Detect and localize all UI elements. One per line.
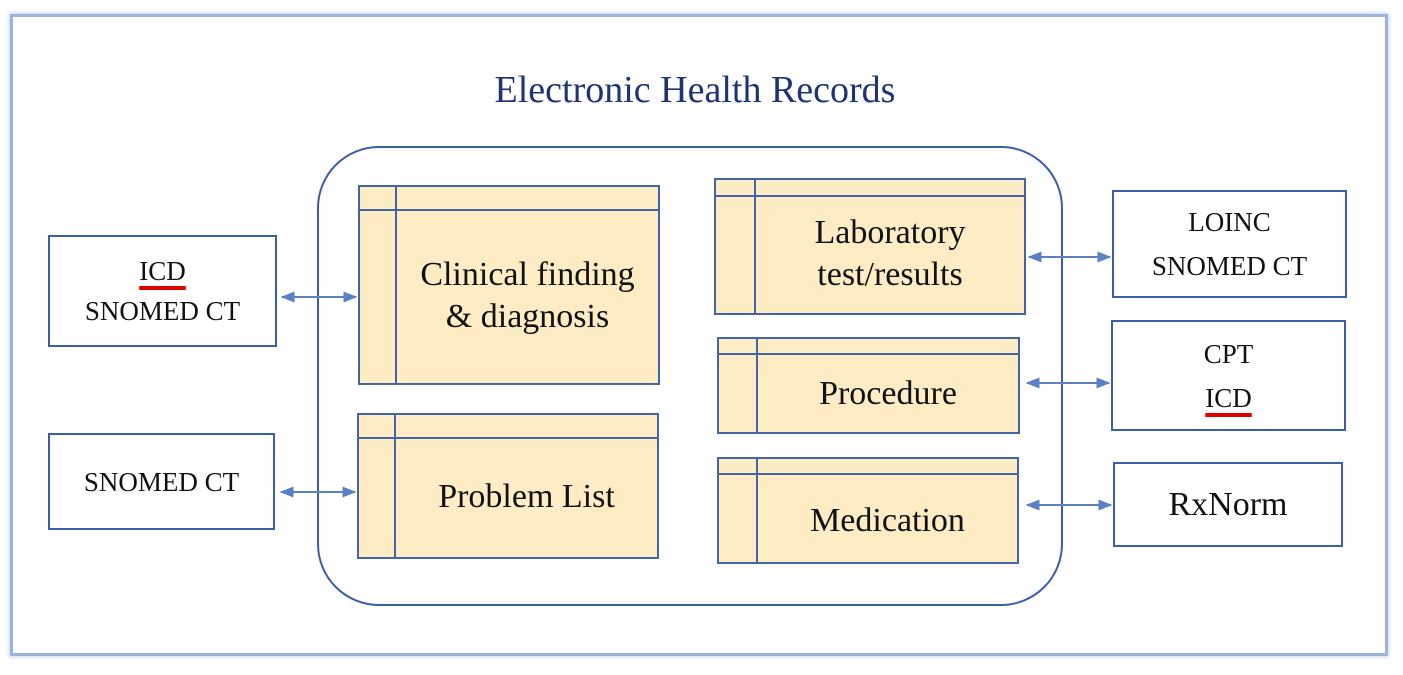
code-snomed-ct: SNOMED CT: [84, 296, 241, 326]
section-procedure-label: Procedure: [819, 374, 957, 412]
ehr-container: [317, 146, 1063, 606]
code-snomed-ct: SNOMED CT: [83, 466, 240, 497]
section-medication: Medication: [717, 457, 1019, 564]
section-problem-list: Problem List: [357, 413, 659, 559]
section-laboratory: Laboratory test/results: [714, 178, 1026, 315]
code-snomed-ct: SNOMED CT: [1151, 251, 1308, 281]
code-icd: ICD: [139, 256, 186, 286]
code-cpt: CPT: [1203, 338, 1254, 369]
section-procedure: Procedure: [717, 337, 1020, 434]
codes-clinical: ICD SNOMED CT: [48, 235, 277, 347]
section-medication-label: Medication: [810, 501, 965, 539]
code-loinc: LOINC: [1188, 207, 1271, 237]
section-clinical-finding: Clinical finding & diagnosis: [358, 185, 660, 385]
codes-problem-list: SNOMED CT: [48, 433, 275, 530]
diagram-title: Electronic Health Records: [494, 69, 896, 111]
section-laboratory-label: Laboratory test/results: [814, 214, 966, 293]
code-rxnorm: RxNorm: [1168, 485, 1288, 523]
codes-laboratory: LOINC SNOMED CT: [1112, 190, 1347, 298]
code-icd: ICD: [1205, 382, 1252, 413]
codes-procedure: CPT ICD: [1111, 320, 1346, 431]
section-problem-list-label: Problem List: [438, 478, 615, 515]
section-clinical-finding-label: Clinical finding & diagnosis: [420, 256, 635, 335]
codes-medication: RxNorm: [1113, 462, 1343, 547]
